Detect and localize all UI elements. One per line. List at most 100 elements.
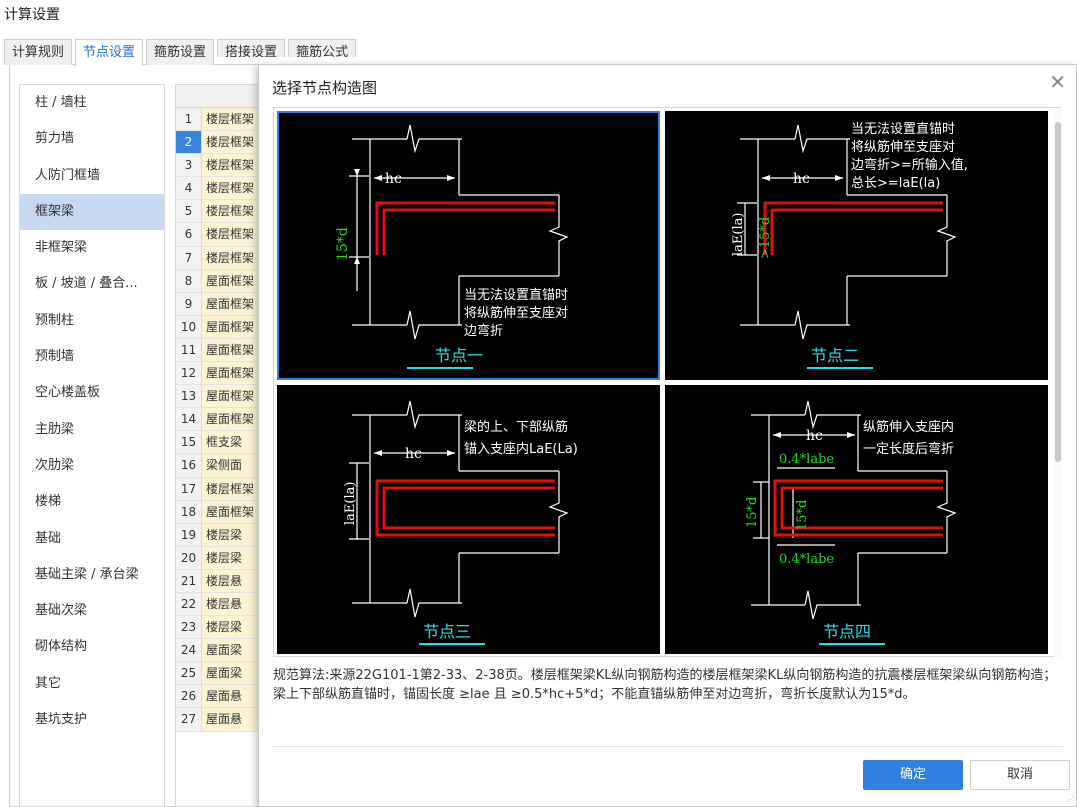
row-number: 27 <box>176 708 202 731</box>
node-caption-2: 节点二 <box>811 346 859 365</box>
tab-lap-settings[interactable]: 搭接设置 <box>217 39 286 57</box>
node-option-4[interactable]: hc 0.4*labe 0.4*labe 15*d 15*d 纵筋伸入支座内 一… <box>665 385 1048 654</box>
nav-item[interactable]: 空心楼盖板 <box>35 385 101 401</box>
node-note-line3: 边弯折>=所输入值, <box>851 157 968 173</box>
nav-item[interactable]: 预制柱 <box>35 312 75 328</box>
row-number: 23 <box>176 616 202 639</box>
node-note-line4: 总长>=laE(la) <box>851 176 940 191</box>
row-name: 屋面框架 <box>202 338 274 362</box>
tab-stirrup-formula[interactable]: 箍筋公式 <box>288 39 357 57</box>
node-option-2[interactable]: hc laE(la) >15*d 当无法设置直锚时 将纵筋伸至支座对 边弯折>=… <box>665 111 1048 380</box>
row-number: 18 <box>176 500 202 523</box>
nav-item[interactable]: 柱 / 墙柱 <box>35 95 87 110</box>
row-name: 楼层框架 <box>202 154 274 177</box>
nav-item[interactable]: 基础 <box>35 530 62 546</box>
row-number: 26 <box>176 685 202 708</box>
row-number: 8 <box>176 269 202 292</box>
nav-item[interactable]: 基础主梁 / 承台梁 <box>35 566 139 582</box>
tab-calc-rules[interactable]: 计算规则 <box>4 39 73 65</box>
bottom-bend-label: 15*d <box>795 500 810 531</box>
row-name: 楼层框架 <box>202 223 274 246</box>
close-icon[interactable]: ✕ <box>1049 70 1066 94</box>
ok-button[interactable]: 确定 <box>863 760 963 790</box>
nav-item[interactable]: 框架梁 <box>20 193 164 231</box>
gallery-scroll-thumb[interactable] <box>1055 122 1061 462</box>
nav-item[interactable]: 砌体结构 <box>35 639 88 655</box>
row-number: 17 <box>176 477 202 500</box>
nav-item[interactable]: 板 / 坡道 / 叠合... <box>35 276 138 292</box>
nav-item[interactable]: 基坑支护 <box>35 712 88 728</box>
row-name: 屋面悬 <box>202 708 274 731</box>
node-note-line1: 纵筋伸入支座内 <box>863 419 954 435</box>
row-number: 21 <box>176 569 202 592</box>
button-divider <box>273 746 1063 747</box>
row-number: 20 <box>176 546 202 569</box>
tab-node-settings[interactable]: 节点设置 <box>75 39 144 66</box>
bend-length-label: >15*d <box>758 217 773 259</box>
nav-item[interactable]: 其它 <box>35 675 62 691</box>
row-name: 屋面梁 <box>202 639 274 662</box>
nav-item[interactable]: 基础次梁 <box>35 603 88 619</box>
row-name: 屋面悬 <box>202 685 274 708</box>
row-name: 屋面梁 <box>202 662 274 685</box>
row-name: 框支梁 <box>202 431 274 454</box>
nav-item[interactable]: 剪力墙 <box>35 131 75 147</box>
nav-item[interactable]: 次肋梁 <box>35 457 75 473</box>
row-number: 5 <box>176 200 202 223</box>
gallery-scrollbar[interactable] <box>1054 108 1062 658</box>
settings-tabs: 计算规则 节点设置 箍筋设置 搭接设置 箍筋公式 <box>4 39 359 66</box>
nav-item[interactable]: 非框架梁 <box>35 240 88 256</box>
anchor-length-label: laE(la) <box>343 482 358 525</box>
node-note-line3: 边弯折 <box>464 323 503 339</box>
nav-item[interactable]: 主肋梁 <box>35 421 75 437</box>
row-number: 1 <box>176 108 202 131</box>
cancel-button[interactable]: 取消 <box>970 760 1070 790</box>
row-number: 19 <box>176 523 202 546</box>
row-number: 6 <box>176 223 202 246</box>
nav-item[interactable]: 人防门框墙 <box>35 167 101 183</box>
row-name: 楼层框架 <box>202 177 274 200</box>
node-note-line2: 将纵筋伸至支座对 <box>851 139 955 155</box>
nav-item[interactable]: 预制墙 <box>35 349 75 365</box>
resize-grip-icon[interactable]: ⋰ <box>1066 795 1074 804</box>
node-option-3[interactable]: hc laE(la) 梁的上、下部纵筋 锚入支座内LaE(La) 节点三 <box>277 385 660 654</box>
row-number: 22 <box>176 592 202 616</box>
hc-label: hc <box>806 428 823 444</box>
row-name: 屋面框架 <box>202 408 274 431</box>
row-name: 楼层框架 <box>202 131 274 154</box>
select-node-dialog: 选择节点构造图 ✕ <box>258 64 1077 807</box>
tab-stirrup-settings[interactable]: 箍筋设置 <box>146 39 215 65</box>
node-option-1[interactable]: hc 15*d 当无法设置直锚时 将纵筋伸至支座对 边弯折 节点一 <box>277 111 660 380</box>
row-name: 屋面框架 <box>202 292 274 315</box>
node-caption-4: 节点四 <box>823 622 871 641</box>
nav-item[interactable]: 楼梯 <box>35 494 62 510</box>
bottom-anchor-label: 0.4*labe <box>779 552 834 567</box>
